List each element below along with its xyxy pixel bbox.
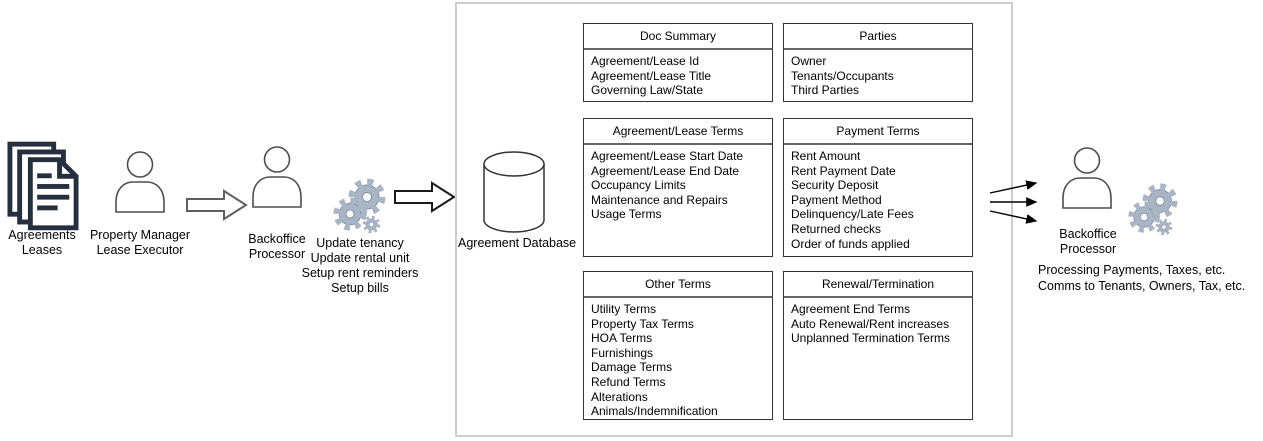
table-title: Agreement/Lease Terms bbox=[584, 119, 772, 145]
table-row: Agreement End Terms bbox=[791, 302, 911, 316]
table-row: Order of funds applied bbox=[791, 236, 910, 251]
table-agreement-lease-terms: Agreement/Lease Terms Agreement/Lease St… bbox=[583, 118, 773, 257]
task-line: Setup rent reminders bbox=[301, 266, 419, 280]
agreements-label-line1: Agreements bbox=[8, 228, 76, 242]
table-row: Occupancy Limits bbox=[591, 178, 686, 193]
table-row: Maintenance and Repairs bbox=[591, 192, 728, 207]
table-row: Agreement/Lease Id bbox=[591, 54, 700, 68]
table-row: Governing Law/State bbox=[591, 83, 704, 98]
backoffice-left-tasks: Update tenancy Update rental unit Setup … bbox=[295, 236, 425, 296]
property-manager-label-line1: Property Manager bbox=[89, 228, 191, 242]
property-manager-label-line2: Lease Executor bbox=[96, 243, 184, 257]
property-manager-label: Property Manager Lease Executor bbox=[85, 228, 195, 258]
table-row: Property Tax Terms bbox=[591, 316, 694, 331]
flow-arrow-1 bbox=[186, 190, 247, 220]
table-row: Returned checks bbox=[791, 221, 882, 236]
table-title: Payment Terms bbox=[784, 119, 972, 145]
table-title: Renewal/Termination bbox=[784, 272, 972, 298]
task-line: Comms to Tenants, Owners, Tax, etc. bbox=[1038, 278, 1246, 293]
backoffice-processor-right-person-icon bbox=[1062, 147, 1112, 209]
table-row: Payment Method bbox=[791, 192, 882, 207]
table-row: Third Parties bbox=[791, 83, 860, 98]
table-row: Tenants/Occupants bbox=[791, 68, 894, 83]
backoffice-processor-left-person-icon bbox=[252, 146, 302, 208]
table-row: Rent Amount bbox=[791, 149, 861, 163]
flow-arrow-2 bbox=[394, 182, 455, 212]
backoffice-right-label: Backoffice Processor bbox=[1048, 227, 1128, 257]
task-line: Setup bills bbox=[331, 281, 389, 295]
backoffice-right-tasks: Processing Payments, Taxes, etc. Comms t… bbox=[1038, 263, 1263, 294]
table-row: Agreement/Lease Start Date bbox=[591, 149, 744, 163]
table-row: HOA Terms bbox=[591, 331, 653, 346]
table-row: Unplanned Termination Terms bbox=[791, 331, 950, 346]
table-row: Agreement/Lease End Date bbox=[591, 163, 740, 178]
table-row: Furnishings bbox=[591, 345, 654, 360]
table-title: Other Terms bbox=[584, 272, 772, 298]
database-label: Agreement Database bbox=[458, 236, 577, 250]
table-row: Delinquency/Late Fees bbox=[791, 207, 914, 222]
documents-stack-icon bbox=[7, 141, 79, 231]
table-row: Animals/Indemnification bbox=[591, 404, 718, 419]
table-title: Parties bbox=[784, 24, 972, 50]
table-row: Alterations bbox=[591, 389, 648, 404]
table-row: Security Deposit bbox=[791, 178, 879, 193]
agreements-label-line2: Leases bbox=[21, 243, 63, 257]
table-row: Rent Payment Date bbox=[791, 163, 896, 178]
table-title: Doc Summary bbox=[584, 24, 772, 50]
task-line: Processing Payments, Taxes, etc. bbox=[1038, 263, 1226, 277]
gears-icon-right bbox=[1127, 182, 1179, 236]
table-row: Usage Terms bbox=[591, 207, 662, 222]
table-row: Damage Terms bbox=[591, 360, 673, 375]
backoffice-left-label-line2: Processor bbox=[248, 247, 306, 261]
agreements-leases-label: Agreements Leases bbox=[2, 228, 82, 258]
output-arrows bbox=[989, 180, 1038, 224]
backoffice-right-label-line2: Processor bbox=[1059, 242, 1117, 256]
property-manager-person-icon bbox=[115, 151, 165, 213]
agreement-database-boundary-box bbox=[455, 2, 1013, 437]
task-line: Update tenancy bbox=[316, 236, 404, 250]
database-cylinder-icon bbox=[483, 151, 545, 233]
table-row: Auto Renewal/Rent increases bbox=[791, 316, 950, 331]
gears-icon-left bbox=[331, 176, 389, 234]
backoffice-right-label-line1: Backoffice bbox=[1059, 227, 1117, 241]
table-row: Owner bbox=[791, 54, 827, 68]
table-row: Agreement/Lease Title bbox=[591, 68, 712, 83]
backoffice-left-label-line1: Backoffice bbox=[248, 232, 306, 246]
table-row: Utility Terms bbox=[591, 302, 657, 316]
backoffice-left-label: Backoffice Processor bbox=[237, 232, 317, 262]
table-row: Refund Terms bbox=[591, 374, 666, 389]
task-line: Update rental unit bbox=[310, 251, 410, 265]
